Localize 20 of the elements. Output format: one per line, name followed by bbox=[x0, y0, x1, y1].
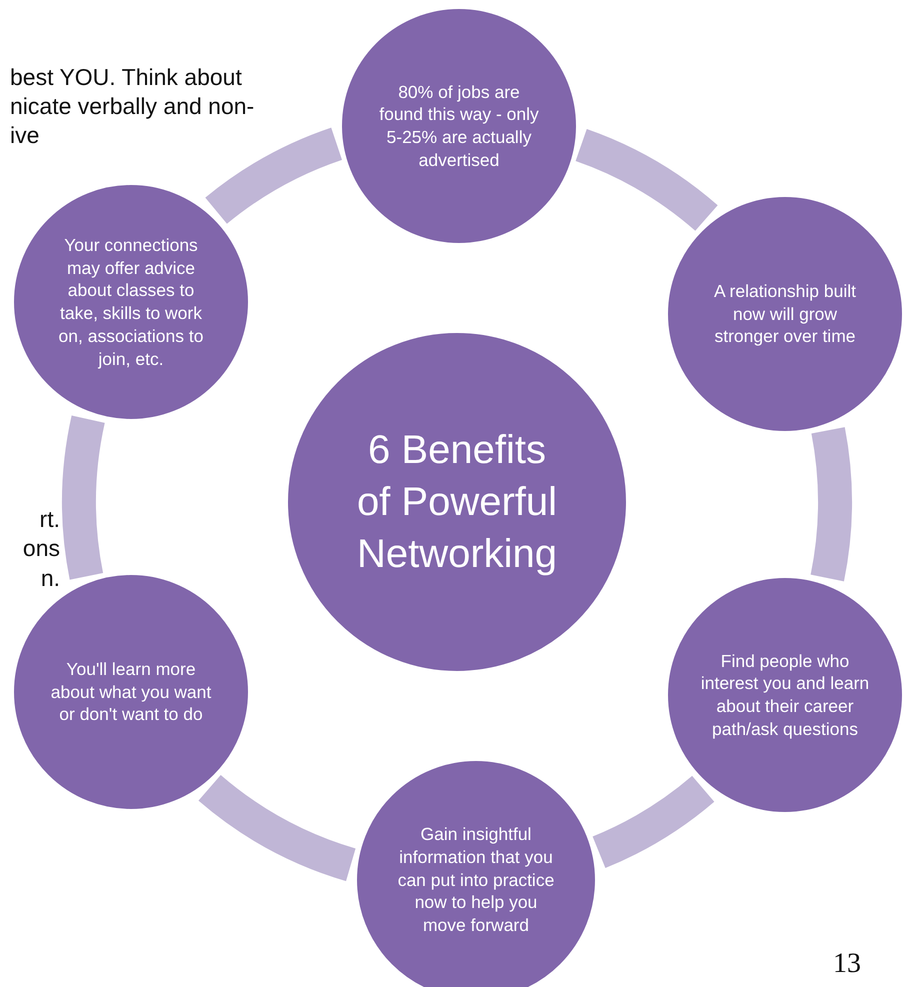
text-fragment: ive bbox=[10, 122, 40, 149]
text-fragment: rt. bbox=[40, 506, 60, 533]
text-fragment: nicate verbally and non- bbox=[10, 93, 254, 120]
connector-arc bbox=[592, 775, 714, 868]
benefit-text: Your connections may offer advice about classes to take, skills to work on, associations to join, etc. bbox=[58, 234, 204, 370]
text-fragment: ons bbox=[22, 535, 60, 562]
connector-arc bbox=[199, 774, 356, 881]
page-number: 13 bbox=[833, 948, 861, 980]
text-fragment: best YOU. Think about bbox=[10, 64, 242, 91]
connector-arc bbox=[574, 129, 718, 232]
benefit-text: You'll learn more about what you want or don't want to do bbox=[50, 658, 212, 726]
benefit-text: A relationship built now will grow stronger over time bbox=[712, 280, 858, 348]
benefit-text: Gain insightful information that you can put into practice now to help you move forward bbox=[396, 823, 556, 937]
connector-arc bbox=[62, 416, 105, 579]
connector-arc bbox=[206, 128, 343, 224]
center-text: 6 Benefits of Powerful Networking bbox=[356, 427, 558, 578]
text-fragment: n. bbox=[40, 565, 60, 592]
benefit-text: Find people who interest you and learn about their career path/ask questions bbox=[700, 650, 870, 740]
benefit-text: 80% of jobs are found this way - only 5-25% are actually advertised bbox=[379, 80, 539, 172]
connector-arc bbox=[810, 428, 852, 581]
